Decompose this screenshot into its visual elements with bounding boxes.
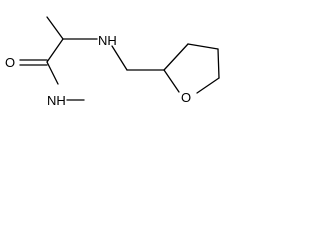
bond-ring-oxygen-to-c2	[163, 69, 180, 93]
bond-ring-c2-to-c3	[163, 43, 189, 71]
bond-methyl-to-alpha-carbon	[46, 16, 64, 40]
bond-ring-c4-to-c5	[217, 48, 220, 79]
atom-label-ring-oxygen: O	[181, 90, 191, 105]
bond-alpha-carbon-to-carbonyl-carbon	[46, 38, 64, 63]
structure-diagram: O NH NH O	[0, 0, 233, 115]
atom-label-amine-nh: NH	[98, 33, 117, 48]
molecule-svg: O NH NH O	[5, 16, 220, 108]
atom-label-carbonyl-oxygen: O	[5, 55, 15, 70]
atom-label-amide-nh: NH	[47, 93, 66, 108]
bond-carbonyl-carbon-to-amide-n	[46, 61, 59, 85]
bond-ring-c5-to-oxygen	[196, 77, 220, 94]
bond-ring-c3-to-c4	[187, 43, 219, 50]
bond-amine-n-to-methylene	[111, 45, 128, 71]
